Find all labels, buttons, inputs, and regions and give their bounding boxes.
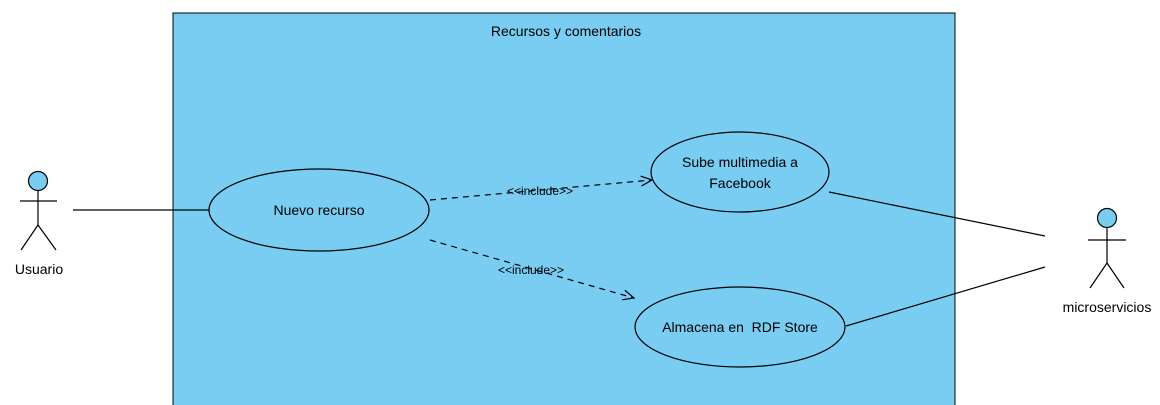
include-label: <<include>> (507, 184, 573, 198)
actor-microservicios-label: microservicios (1063, 299, 1152, 315)
actor-microservicios[interactable]: microservicios (1063, 207, 1152, 316)
include-arrow-sube-multimedia (429, 175, 654, 201)
use-case-nuevo-recurso[interactable]: Nuevo recurso (208, 168, 430, 252)
association-sube-multimedia-microservicios (828, 191, 1046, 237)
actor-head-icon (27, 170, 49, 192)
use-case-label: Almacena en RDF Store (662, 319, 818, 335)
include-label: <<include>> (498, 263, 564, 277)
use-case-label: Nuevo recurso (273, 202, 364, 218)
association-almacena-microservicios (845, 266, 1046, 327)
actor-usuario-label: Usuario (15, 261, 63, 277)
use-case-almacena-rdf[interactable]: Almacena en RDF Store (634, 286, 846, 368)
use-case-sube-multimedia[interactable]: Sube multimedia a Facebook (650, 131, 830, 213)
use-case-label: Sube multimedia a (682, 154, 798, 170)
use-case-label: Facebook (709, 175, 771, 191)
actor-usuario[interactable]: Usuario (15, 170, 63, 278)
actor-head-icon (1096, 207, 1118, 229)
system-title: Recursos y comentarios (491, 23, 641, 39)
include-arrow-almacena (429, 239, 636, 301)
